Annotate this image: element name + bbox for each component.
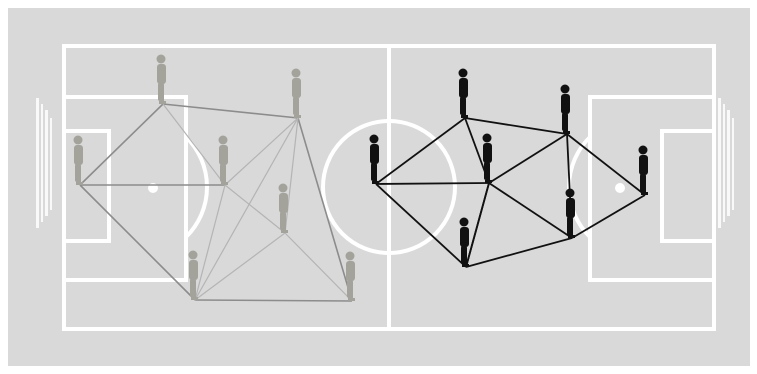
right-team-link-2 (376, 183, 489, 184)
right-penalty-spot (615, 183, 625, 193)
left-team-link-6 (195, 300, 352, 301)
